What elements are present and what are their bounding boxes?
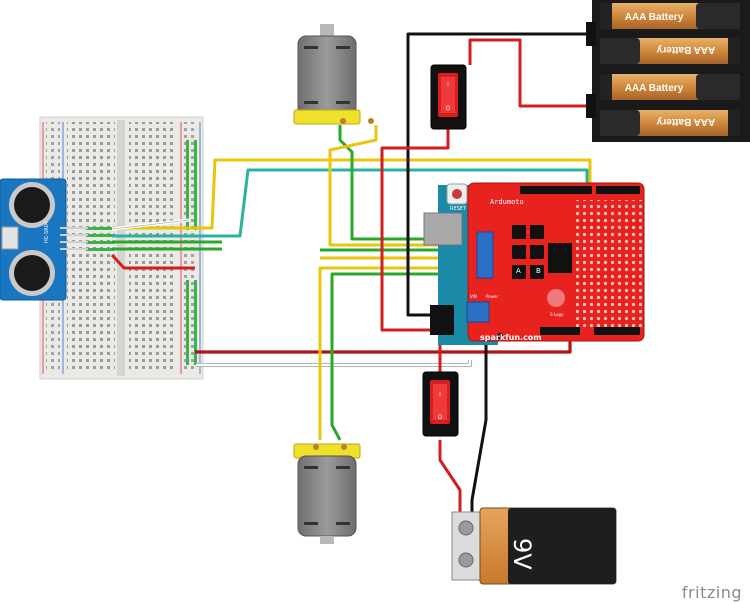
switch-off-mark: O bbox=[438, 414, 443, 421]
ardumoto-shield: RESET Ardumoto A B S-Logo VIN Power spar… bbox=[446, 182, 645, 342]
battery-cell-label: AAA Battery bbox=[625, 12, 684, 23]
battery-cell-label: AAA Battery bbox=[625, 83, 684, 94]
battery-cell-label: AAA Battery bbox=[656, 44, 715, 55]
dc-motor-top bbox=[293, 24, 374, 125]
ultrasonic-sensor: HC-SR04 bbox=[0, 178, 88, 301]
power-label: Power bbox=[486, 294, 498, 299]
switch-off-mark: O bbox=[446, 105, 451, 112]
channel-b-label: B bbox=[536, 267, 541, 275]
dc-motor-bottom bbox=[293, 443, 361, 544]
logo-label: S-Logo bbox=[550, 312, 564, 317]
vin-label: VIN bbox=[470, 294, 477, 299]
nine-volt-battery: 9V bbox=[451, 507, 617, 585]
shield-name: Ardumoto bbox=[490, 198, 524, 206]
switch-on-mark: I bbox=[439, 391, 441, 398]
rocker-switch-top[interactable]: I O bbox=[430, 64, 467, 130]
rocker-switch-bottom[interactable]: I O bbox=[422, 371, 459, 437]
battery-pack: AAA Battery AAA Battery AAA Battery AAA … bbox=[586, 0, 750, 142]
nine-volt-label: 9V bbox=[508, 538, 536, 570]
channel-a-label: A bbox=[516, 267, 521, 275]
fritzing-watermark: fritzing bbox=[681, 583, 742, 602]
battery-cell-label: AAA Battery bbox=[656, 116, 715, 127]
reset-label: RESET bbox=[450, 206, 467, 212]
brand-label: sparkfun.com bbox=[480, 333, 542, 342]
switch-on-mark: I bbox=[447, 81, 449, 88]
sensor-model-label: HC-SR04 bbox=[44, 221, 50, 243]
